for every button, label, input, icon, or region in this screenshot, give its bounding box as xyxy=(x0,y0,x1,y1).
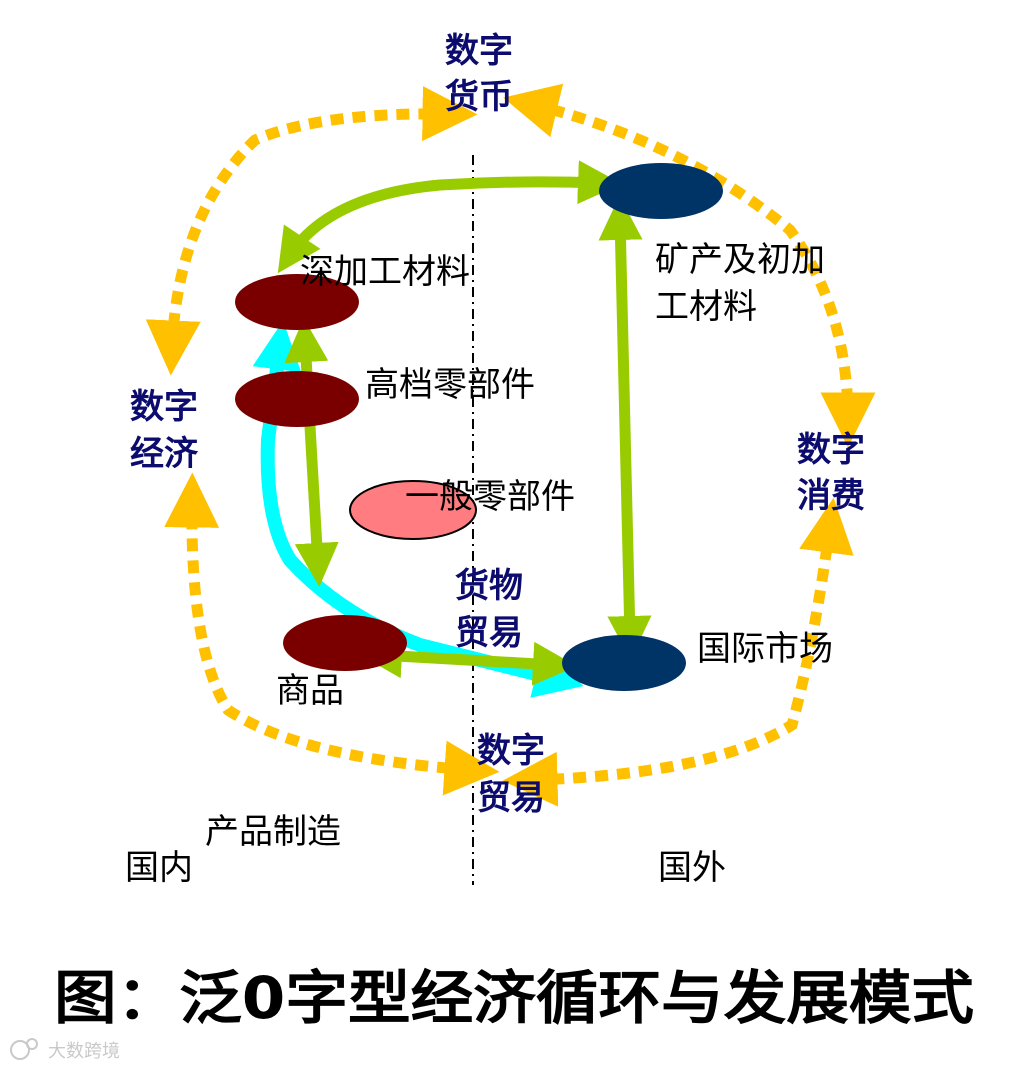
label-digital-economy-line1: 数字 xyxy=(130,387,198,427)
node-minerals xyxy=(599,163,723,219)
label-goods-trade-line1: 货物 xyxy=(455,566,523,606)
label-commodity: 商品 xyxy=(276,671,344,711)
label-digital-currency-line2: 货币 xyxy=(445,77,513,117)
node-intl-market xyxy=(562,635,686,691)
figure-caption: 图：泛0字型经济循环与发展模式 xyxy=(54,964,974,1032)
node-commodity xyxy=(283,615,407,671)
label-digital-trade-line2: 贸易 xyxy=(477,778,545,818)
label-high-parts: 高档零部件 xyxy=(365,365,535,405)
gold-arrow-economy-currency xyxy=(145,86,478,376)
gold-arrow-consumption-trade xyxy=(502,497,854,807)
node-high-parts xyxy=(235,371,359,427)
label-digital-trade-line1: 数字 xyxy=(477,731,545,771)
label-domestic: 国内 xyxy=(125,848,193,888)
green-arrow-goods-trade xyxy=(358,634,577,686)
node-deep-materials xyxy=(235,274,359,330)
label-foreign: 国外 xyxy=(658,848,726,888)
label-minerals-line2: 工材料 xyxy=(655,287,757,327)
watermark: 大数跨境 xyxy=(10,1038,120,1062)
green-arrow-materials-minerals xyxy=(277,160,622,274)
label-goods-trade-line2: 贸易 xyxy=(455,613,523,653)
watermark-logo-icon xyxy=(10,1040,30,1060)
label-intl-market: 国际市场 xyxy=(697,629,833,669)
node-general-parts xyxy=(349,480,477,540)
gold-arrow-currency-consumption xyxy=(503,83,876,448)
label-digital-currency-line1: 数字 xyxy=(445,31,513,71)
green-arrow-minerals-market xyxy=(598,196,652,660)
label-digital-consumption-line1: 数字 xyxy=(797,430,865,470)
label-digital-economy-line2: 经济 xyxy=(130,434,199,474)
watermark-text: 大数跨境 xyxy=(48,1041,120,1062)
label-digital-consumption-line2: 消费 xyxy=(797,476,865,516)
label-deep-materials: 深加工材料 xyxy=(300,252,470,292)
gold-arrow-trade-economy xyxy=(164,472,500,796)
label-general-parts: 一般零部件 xyxy=(405,477,575,517)
label-manufacturing: 产品制造 xyxy=(205,812,341,852)
label-minerals-line1: 矿产及初加 xyxy=(655,240,825,280)
